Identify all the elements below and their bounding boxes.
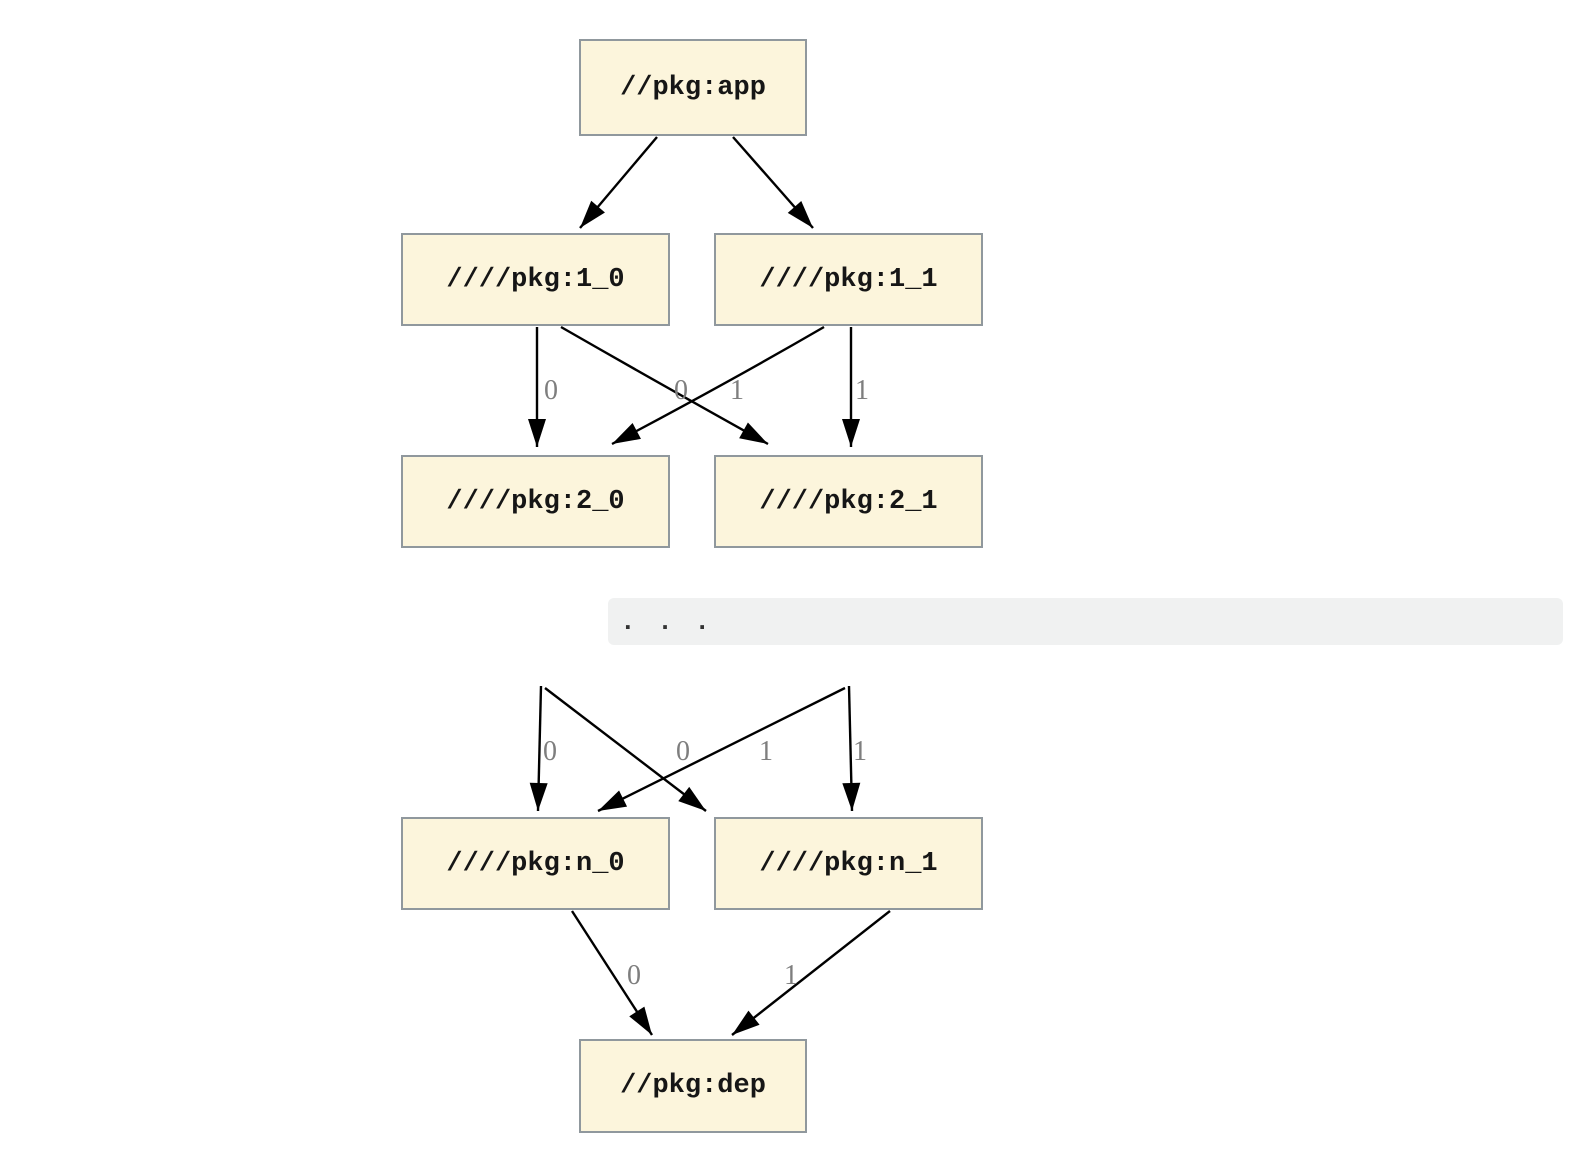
edge-label-to-n_0-cross: 0 (676, 736, 690, 767)
node-pkg-app: //pkg:app (579, 39, 807, 136)
edge-elided-to-n_1-cross (544, 687, 707, 812)
node-label: //pkg:app (620, 72, 766, 103)
edge-elided-to-n_0-cross (597, 686, 846, 813)
edge-label-1_0-2_1: 1 (730, 375, 744, 406)
edge-label-to-n_1-cross: 1 (759, 736, 773, 767)
node-label: ////pkg:2_0 (446, 486, 625, 517)
node-pkg-n_1: ////pkg:n_1 (714, 817, 983, 910)
edge-label-to-n_1-right: 1 (853, 736, 867, 767)
edge-label-1_0-2_0: 0 (544, 375, 558, 406)
node-label: //pkg:dep (620, 1071, 766, 1101)
edge-label-n_0-dep: 0 (627, 960, 641, 991)
edge-1_0-to-2_1 (560, 325, 769, 446)
node-label: ////pkg:2_1 (759, 486, 938, 517)
edge-n_1-to-dep (731, 910, 891, 1036)
edge-elided-to-n_0-left (529, 685, 548, 812)
node-label: ////pkg:1_1 (759, 264, 938, 295)
node-label: ////pkg:n_1 (759, 848, 938, 879)
node-label: ////pkg:n_0 (446, 848, 625, 879)
node-pkg-1_1: ////pkg:1_1 (714, 233, 983, 326)
edge-label-n_1-dep: 1 (784, 960, 798, 991)
edge-app-to-1_0 (579, 136, 658, 229)
edge-app-to-1_1 (732, 136, 814, 229)
node-pkg-dep: //pkg:dep (579, 1039, 807, 1133)
edge-label-1_1-2_1: 1 (855, 375, 869, 406)
node-label: ////pkg:1_0 (446, 264, 625, 295)
ellipsis-text: . . . (620, 606, 714, 637)
node-pkg-1_0: ////pkg:1_0 (401, 233, 670, 326)
edge-n_0-to-dep (570, 910, 654, 1036)
node-pkg-2_0: ////pkg:2_0 (401, 455, 670, 548)
node-pkg-2_1: ////pkg:2_1 (714, 455, 983, 548)
ellipsis-code-block: . . . (608, 598, 1563, 645)
edge-label-1_1-2_0: 0 (674, 375, 688, 406)
edge-1_1-to-2_0 (611, 325, 825, 446)
edge-elided-to-n_1-right (842, 685, 861, 812)
node-pkg-n_0: ////pkg:n_0 (401, 817, 670, 910)
edge-label-to-n_0-left: 0 (543, 736, 557, 767)
